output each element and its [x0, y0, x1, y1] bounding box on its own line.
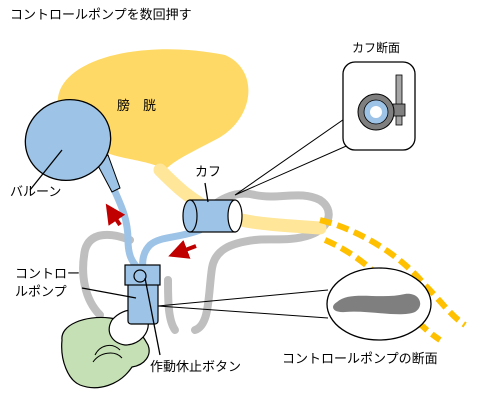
leader-deactivation-button [144, 277, 161, 356]
control-pump-body [127, 281, 159, 325]
balloon [24, 98, 112, 182]
pump-cross-section-icon [333, 293, 421, 315]
pump-gray-tube [164, 276, 179, 334]
page-title: コントロールポンプを数回押す [10, 8, 192, 23]
hand-finger-line [92, 352, 123, 363]
reservoir-tube [191, 189, 333, 334]
cuff-section-label: カフ断面 [352, 41, 401, 55]
cuff-right-end [227, 199, 243, 233]
deactivation-button-label: 作動休止ボタン [150, 360, 242, 375]
left-gray-tube [79, 230, 134, 319]
bladder-label: 膀 胱 [117, 99, 157, 114]
pump-section-label: コントロールポンプの断面 [282, 352, 438, 367]
control-pump-top [124, 264, 161, 286]
cuff-label: カフ [195, 165, 222, 180]
control-pump-label-line2: ルポンプ [15, 285, 67, 300]
flow-arrow-icon [168, 240, 197, 259]
cuff-tube [139, 226, 204, 274]
pump-callout-lines [157, 289, 329, 319]
cuff-callout-lines [234, 107, 361, 196]
deactivation-button[interactable] [133, 269, 147, 283]
urethra-dashed-outer [319, 217, 467, 328]
leader-cuff-label [204, 182, 209, 203]
cuff-left-end [182, 199, 198, 233]
balloon-label: バルーン [10, 185, 62, 200]
balloon-tube [106, 176, 142, 272]
flow-arrow-icon [105, 203, 126, 227]
leader-control-pump [81, 287, 137, 299]
leader-balloon [29, 149, 63, 191]
cuff-cross-section-icon [357, 74, 406, 131]
hand-finger-line [94, 344, 121, 356]
control-pump-label-line1: コントロー [15, 267, 81, 282]
